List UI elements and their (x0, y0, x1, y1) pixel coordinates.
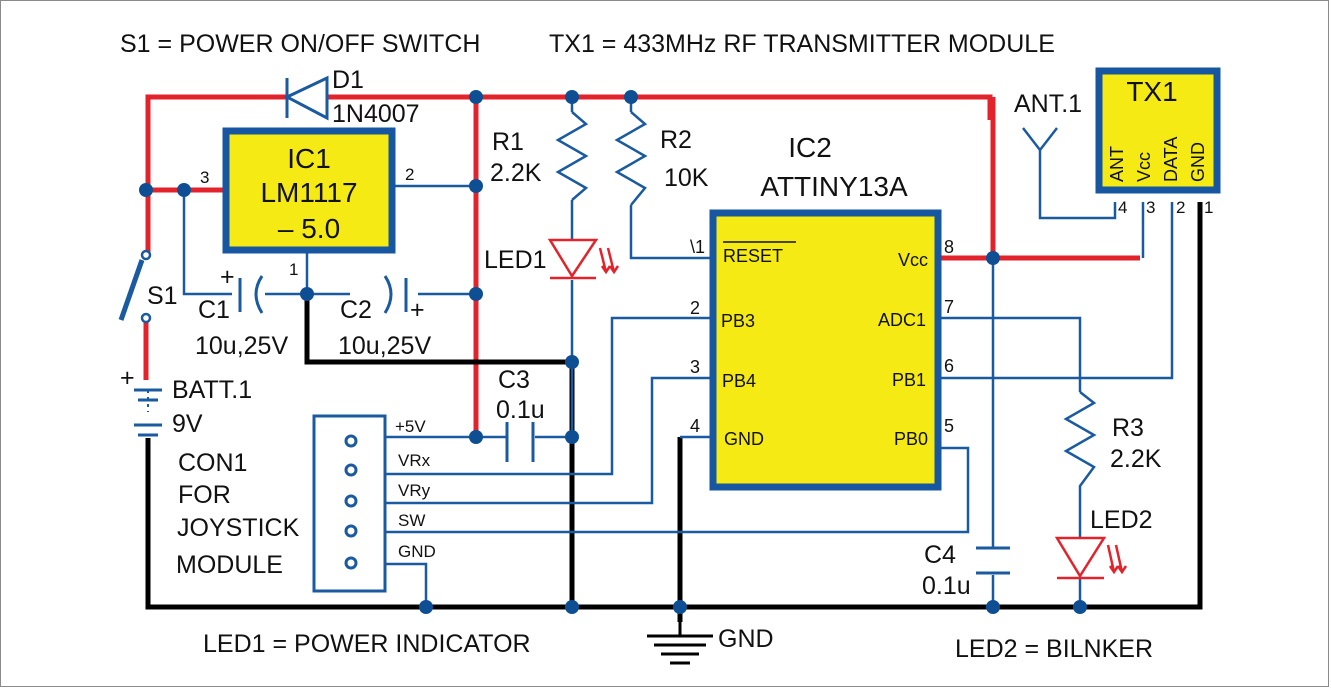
con1-pin-vry: VRy (398, 481, 431, 500)
note-tx1: TX1 = 433MHz RF TRANSMITTER MODULE (549, 30, 1055, 58)
r1-ref: R1 (492, 128, 524, 156)
ic2-pin-gnd: GND (724, 429, 764, 449)
led2-ref: LED2 (1090, 506, 1153, 534)
batt-ref: BATT.1 (172, 376, 252, 404)
ic1-regulator: IC1 LM1117 – 5.0 1 2 3 (200, 127, 414, 279)
battery: + BATT.1 9V (120, 364, 252, 438)
capacitor-c2: + C2 10u,25V (338, 275, 431, 360)
ic2-pin-pb4: PB4 (722, 371, 756, 391)
con1-pin-gnd: GND (398, 542, 436, 561)
tx1-ref: TX1 (1126, 76, 1177, 107)
c1-value: 10u,25V (195, 332, 288, 360)
r3-value: 2.2K (1110, 445, 1162, 473)
connector-con1: +5V VRx VRy SW GND CON1 FOR JOYSTICK MOD… (176, 414, 436, 593)
ic1-suffix: – 5.0 (278, 213, 340, 244)
ic2-pin-num-7: 7 (944, 297, 954, 317)
tx1-pin-ant: ANT (1107, 146, 1127, 182)
ic2-pin-num-4: 4 (690, 416, 700, 436)
tx1-pin-gnd: GND (1188, 142, 1208, 182)
tx1-pin-num-1: 1 (1204, 198, 1213, 217)
ground-symbol: GND (647, 607, 774, 665)
s1-ref: S1 (147, 282, 178, 310)
power-wires (143, 94, 1140, 437)
c1-polarity: + (220, 263, 235, 291)
tx1-pin-vcc: Vcc (1134, 152, 1154, 182)
capacitor-c1: + C1 10u,25V (195, 263, 288, 360)
ic2-pin-pb3: PB3 (721, 311, 755, 331)
ic1-part: LM1117 (260, 177, 357, 208)
c1-ref: C1 (198, 296, 230, 324)
led1: LED1 (484, 238, 620, 280)
ic2-pin-num-3: 3 (690, 357, 700, 377)
con1-label-line-2: FOR (178, 481, 231, 509)
ic2-pin-num-8: 8 (944, 237, 954, 257)
ic1-pin-3: 3 (200, 168, 209, 187)
con1-label-line-1: CON1 (178, 449, 247, 477)
tx1-pin-data: DATA (1161, 137, 1181, 182)
ic2-pin-num-1: \1 (690, 237, 705, 257)
antenna: ANT.1 (1014, 90, 1082, 153)
note-led1: LED1 = POWER INDICATOR (203, 630, 531, 658)
r1-value: 2.2K (490, 159, 542, 187)
con1-pin-sw: SW (398, 511, 425, 530)
c2-polarity: + (410, 296, 425, 324)
ic2-microcontroller: IC2 ATTINY13A \1 RESET 2 PB3 3 PB4 4 GND… (690, 132, 954, 491)
batt-value: 9V (172, 410, 203, 438)
ic2-pin-pb1: PB1 (892, 370, 926, 390)
ic2-pin-reset: RESET (723, 246, 783, 266)
r2-value: 10K (664, 164, 709, 192)
ic1-ref: IC1 (287, 143, 331, 174)
ic2-part: ATTINY13A (760, 171, 908, 202)
ic2-pin-num-6: 6 (944, 356, 954, 376)
resistor-r2: R2 10K (614, 111, 709, 206)
note-s1: S1 = POWER ON/OFF SWITCH (120, 30, 480, 58)
ic1-pin-2: 2 (405, 165, 414, 184)
d1-value: 1N4007 (332, 100, 420, 128)
c4-value: 0.1u (922, 572, 971, 600)
tx1-pin-num-3: 3 (1146, 198, 1155, 217)
ic2-pin-num-5: 5 (944, 416, 954, 436)
capacitor-c4: C4 0.1u (922, 541, 1010, 600)
r2-ref: R2 (660, 126, 692, 154)
ic2-pin-adc1: ADC1 (878, 310, 926, 330)
ic2-ref: IC2 (788, 132, 832, 163)
led1-ref: LED1 (484, 246, 547, 274)
c4-ref: C4 (924, 541, 956, 569)
c2-ref: C2 (340, 296, 372, 324)
d1-ref: D1 (332, 66, 364, 94)
con1-label-line-4: MODULE (176, 551, 283, 579)
led2: LED2 (1054, 506, 1153, 580)
c3-value: 0.1u (496, 396, 545, 424)
junctions (139, 90, 1087, 614)
ant-ref: ANT.1 (1014, 90, 1082, 118)
con1-pin-vrx: VRx (398, 451, 431, 470)
note-led2: LED2 = BILNKER (955, 635, 1153, 663)
diode-d1: D1 1N4007 (283, 66, 420, 128)
resistor-r3: R3 2.2K (1063, 391, 1162, 490)
capacitor-c3: C3 0.1u (496, 366, 545, 462)
gnd-label: GND (718, 625, 774, 653)
ic2-pin-vcc: Vcc (898, 250, 928, 270)
switch-s1: S1 (118, 249, 178, 324)
con1-label-line-3: JOYSTICK (177, 514, 300, 542)
ic1-pin-1: 1 (289, 260, 298, 279)
tx1-pin-num-4: 4 (1118, 198, 1127, 217)
ic2-pin-num-2: 2 (690, 298, 700, 318)
resistor-r1: R1 2.2K (490, 111, 589, 201)
c3-ref: C3 (498, 366, 530, 394)
c2-value: 10u,25V (338, 332, 431, 360)
batt-polarity: + (120, 364, 135, 392)
ic2-pin-pb0: PB0 (894, 429, 928, 449)
tx1-pin-num-2: 2 (1176, 198, 1185, 217)
con1-pin-5v: +5V (395, 417, 426, 436)
r3-ref: R3 (1112, 414, 1144, 442)
tx1-module: TX1 ANT Vcc DATA GND 4 3 2 1 (1095, 67, 1221, 217)
